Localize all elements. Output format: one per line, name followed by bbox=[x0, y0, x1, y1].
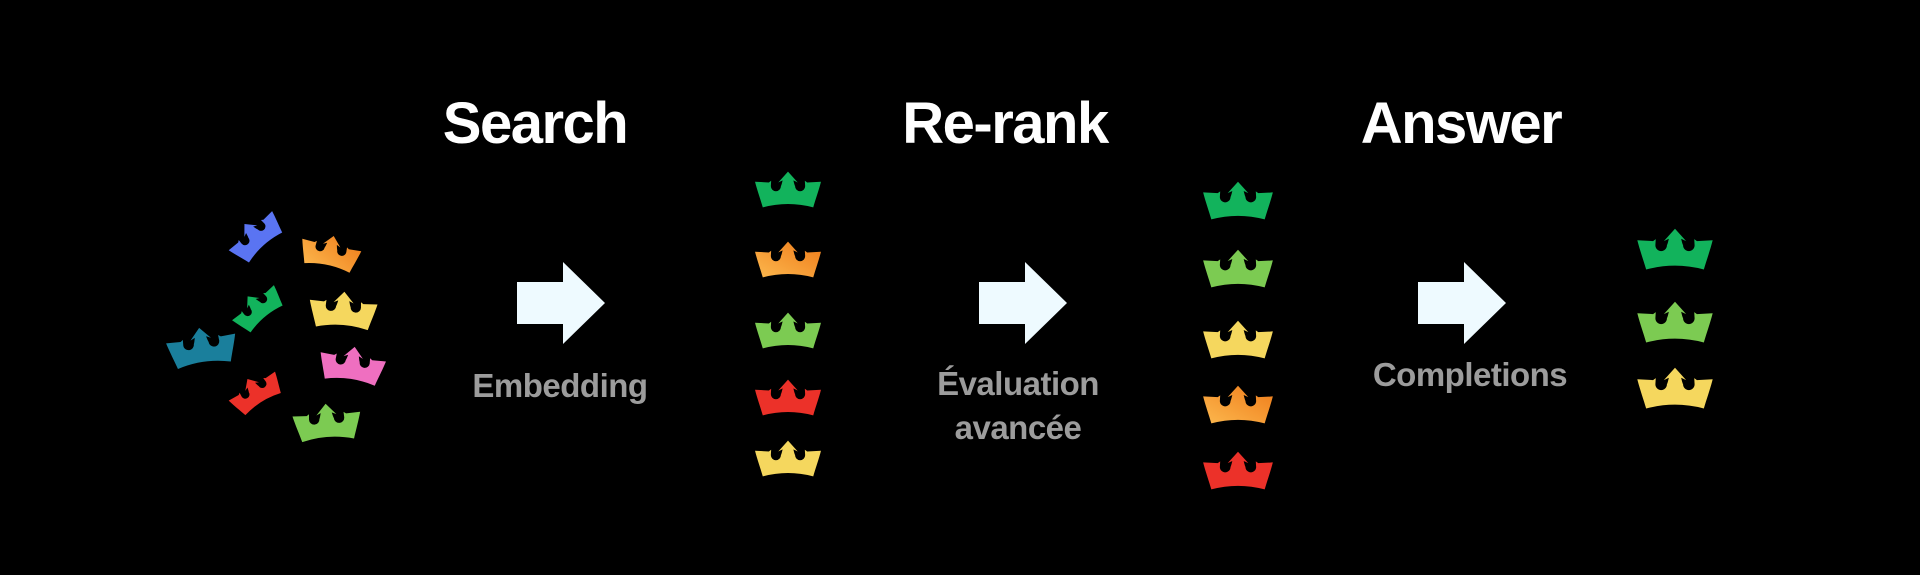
arrow-shape bbox=[979, 262, 1067, 344]
arrow-shape bbox=[1418, 262, 1506, 344]
crown-icon bbox=[166, 327, 236, 369]
crown-icon bbox=[309, 291, 378, 331]
crown-icon bbox=[755, 440, 821, 477]
stage-label-completions: Completions bbox=[1372, 356, 1568, 393]
crown-icon bbox=[1637, 228, 1713, 270]
stage-title-search: Search bbox=[442, 91, 629, 156]
crown-icon bbox=[755, 379, 821, 416]
crown-icon bbox=[1203, 181, 1273, 220]
crown-icon bbox=[755, 312, 821, 349]
crown-icon bbox=[232, 285, 283, 333]
stage-label-evaluation: Évaluation avancée bbox=[937, 365, 1099, 446]
crown-icon bbox=[1203, 451, 1273, 490]
arrow-shape bbox=[517, 262, 605, 344]
crown-icon bbox=[1203, 385, 1273, 424]
arrow-right-icon bbox=[1418, 262, 1506, 344]
crown-icon bbox=[1203, 320, 1273, 359]
crown-icon bbox=[302, 235, 362, 273]
crown-icon bbox=[228, 211, 283, 263]
arrow-right-icon bbox=[517, 262, 605, 344]
stage-label-embedding: Embedding bbox=[472, 367, 648, 404]
crown-icon bbox=[292, 403, 361, 443]
stage-title-re-rank: Re-rank bbox=[902, 91, 1109, 156]
crown-icon bbox=[1203, 249, 1273, 288]
crown-icon bbox=[755, 171, 821, 208]
crown-icon bbox=[1637, 367, 1713, 409]
crown-icon bbox=[1637, 301, 1713, 343]
stage-title-answer: Answer bbox=[1360, 91, 1563, 156]
crown-icon bbox=[320, 346, 386, 386]
crown-icon bbox=[755, 241, 821, 278]
crown-icon bbox=[228, 371, 281, 416]
arrow-right-icon bbox=[979, 262, 1067, 344]
